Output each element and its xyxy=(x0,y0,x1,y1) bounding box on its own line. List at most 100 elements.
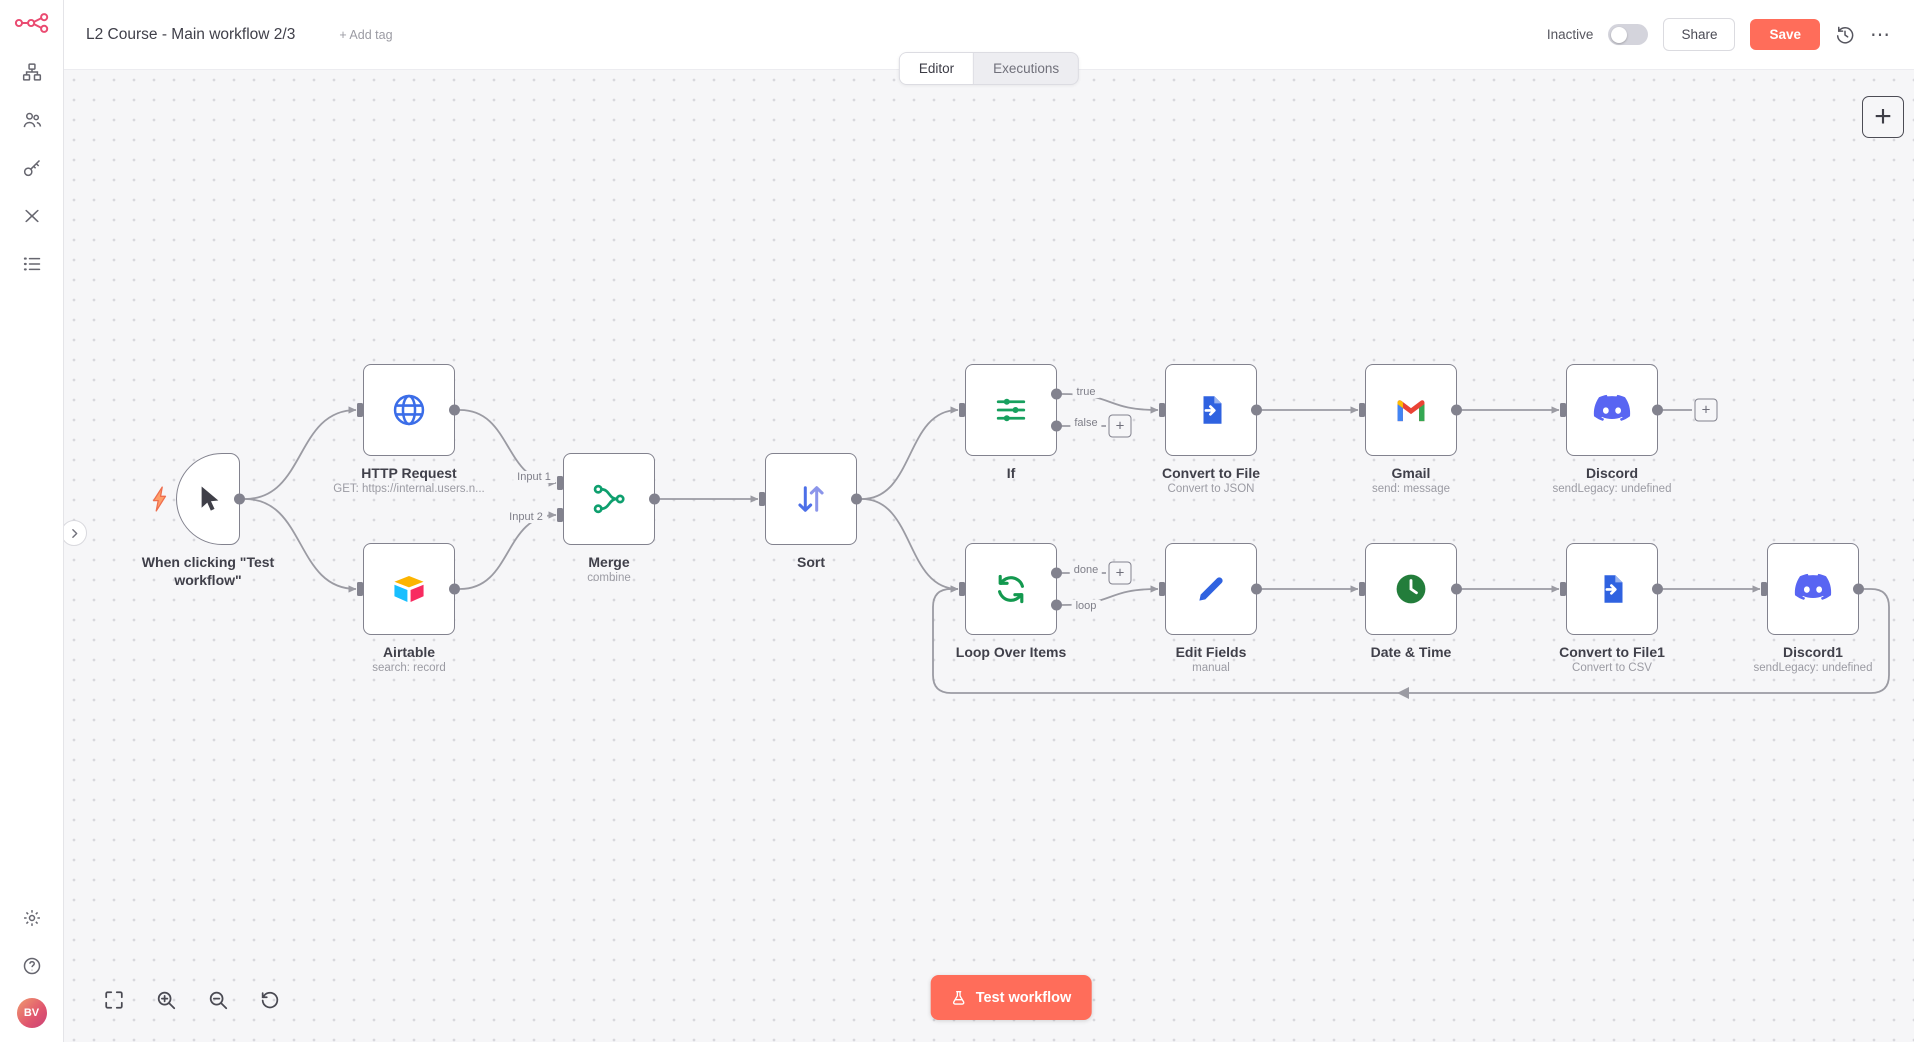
output-port[interactable] xyxy=(1051,599,1062,611)
input-port[interactable] xyxy=(1560,403,1566,417)
input-port[interactable] xyxy=(959,403,965,417)
connection-label: loop xyxy=(1071,600,1101,612)
node-label: Convert to File xyxy=(1161,465,1260,481)
node-manual-trigger[interactable]: When clicking "Test workflow" xyxy=(142,453,274,588)
header-actions: Inactive Share Save ⋯ xyxy=(1547,18,1892,51)
input-port[interactable] xyxy=(1159,582,1165,596)
output-port[interactable] xyxy=(234,493,245,505)
output-port[interactable] xyxy=(1652,583,1663,595)
zoom-in-icon[interactable] xyxy=(146,980,186,1020)
save-button[interactable]: Save xyxy=(1750,19,1820,50)
workflow-title[interactable]: L2 Course - Main workflow 2/3 xyxy=(86,25,296,43)
output-port[interactable] xyxy=(851,493,862,505)
output-port[interactable] xyxy=(1451,404,1462,416)
fit-view-icon[interactable] xyxy=(94,980,134,1020)
input-port[interactable] xyxy=(1359,582,1365,596)
tab-editor[interactable]: Editor xyxy=(899,53,975,84)
node-if[interactable]: If xyxy=(959,364,1062,481)
output-port[interactable] xyxy=(649,493,660,505)
input-port[interactable] xyxy=(959,582,965,596)
reset-zoom-icon[interactable] xyxy=(250,980,290,1020)
input-port[interactable] xyxy=(1159,403,1165,417)
output-port[interactable] xyxy=(1051,420,1062,432)
node-date-time[interactable]: Date & Time xyxy=(1359,543,1462,660)
node-body[interactable] xyxy=(152,453,245,545)
chevron-right-icon[interactable] xyxy=(64,520,87,546)
sidebar-bottom: BV xyxy=(14,906,50,1028)
input-port[interactable] xyxy=(557,508,563,522)
output-port[interactable] xyxy=(1652,404,1663,416)
n8n-logo-icon xyxy=(14,12,50,34)
history-icon[interactable] xyxy=(1835,25,1855,45)
output-port[interactable] xyxy=(1051,388,1062,400)
discord-icon xyxy=(1592,390,1632,430)
node-body[interactable] xyxy=(1159,543,1262,635)
node-sort[interactable]: Sort xyxy=(759,453,862,570)
node-body[interactable] xyxy=(1159,364,1262,456)
share-button[interactable]: Share xyxy=(1663,18,1736,51)
add-node-inline-button[interactable]: + xyxy=(1694,398,1718,422)
node-body[interactable] xyxy=(557,453,660,545)
output-port[interactable] xyxy=(1451,583,1462,595)
output-port[interactable] xyxy=(1051,567,1062,579)
add-node-inline-button[interactable]: + xyxy=(1108,414,1132,438)
sidebar-nav xyxy=(14,60,50,276)
node-body[interactable] xyxy=(1761,543,1864,635)
lightning-bolt-icon xyxy=(150,486,169,512)
input-port[interactable] xyxy=(1560,582,1566,596)
output-port[interactable] xyxy=(1251,404,1262,416)
output-port[interactable] xyxy=(1853,583,1864,595)
connection-line xyxy=(861,498,959,593)
activation-toggle[interactable] xyxy=(1608,24,1649,45)
executions-icon[interactable] xyxy=(14,252,50,276)
zoom-out-icon[interactable] xyxy=(198,980,238,1020)
globe-icon xyxy=(390,391,428,429)
input-port[interactable] xyxy=(759,492,765,506)
discord-icon xyxy=(1793,569,1833,609)
input-port[interactable] xyxy=(357,403,363,417)
output-port[interactable] xyxy=(1251,583,1262,595)
add-tag-button[interactable]: + Add tag xyxy=(339,27,393,42)
help-icon[interactable] xyxy=(14,954,50,978)
credentials-icon[interactable] xyxy=(14,156,50,180)
node-body[interactable] xyxy=(1359,543,1462,635)
input-port[interactable] xyxy=(357,582,363,596)
input-port[interactable] xyxy=(1761,582,1767,596)
node-body[interactable] xyxy=(959,543,1062,635)
node-body[interactable] xyxy=(959,364,1062,456)
node-body[interactable] xyxy=(1359,364,1462,456)
node-body[interactable] xyxy=(1560,364,1663,456)
node-body[interactable] xyxy=(1560,543,1663,635)
workflow-canvas[interactable]: + Test workflow When clicking "Test work… xyxy=(64,70,1914,1042)
settings-icon[interactable] xyxy=(14,906,50,930)
more-options-button[interactable]: ⋯ xyxy=(1870,23,1892,46)
input-port[interactable] xyxy=(557,476,563,490)
add-node-button[interactable]: + xyxy=(1862,96,1904,138)
test-workflow-button[interactable]: Test workflow xyxy=(930,975,1092,1020)
node-subtitle: Convert to JSON xyxy=(1167,483,1255,495)
node-body[interactable] xyxy=(759,453,862,545)
node-label: When clicking "Test workflow" xyxy=(141,554,275,589)
add-node-inline-button[interactable]: + xyxy=(1108,561,1132,585)
workflows-icon[interactable] xyxy=(14,60,50,84)
node-body[interactable] xyxy=(357,364,460,456)
avatar[interactable]: BV xyxy=(16,998,47,1028)
tab-executions[interactable]: Executions xyxy=(974,53,1078,84)
node-body[interactable] xyxy=(357,543,460,635)
variables-icon[interactable] xyxy=(14,204,50,228)
output-port[interactable] xyxy=(449,583,460,595)
output-port[interactable] xyxy=(449,404,460,416)
node-loop-over-items[interactable]: Loop Over Items xyxy=(956,543,1066,660)
input-port[interactable] xyxy=(1359,403,1365,417)
node-label: If xyxy=(1006,465,1016,481)
user-groups-icon[interactable] xyxy=(14,108,50,132)
